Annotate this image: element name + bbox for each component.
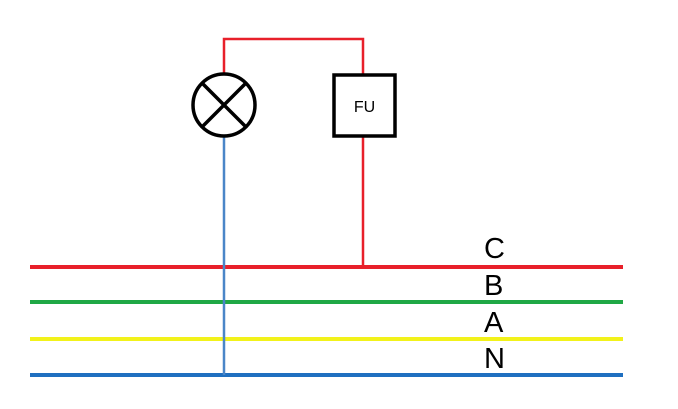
phase-wire-top [222,37,365,75]
line-label-a: A [484,307,504,339]
fuse-label: FU [354,99,375,116]
line-label-n: N [484,343,505,375]
line-label-b: B [484,270,503,302]
lamp-cross-icon [191,72,257,138]
line-label-c: C [484,233,505,265]
fuse-box [332,73,397,138]
